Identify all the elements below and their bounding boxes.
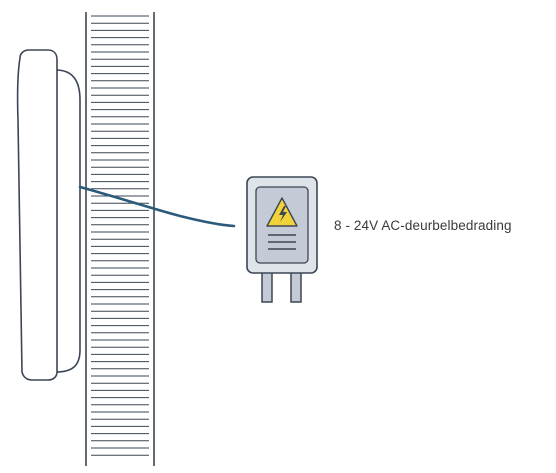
bell-wire bbox=[78, 185, 236, 228]
wall-section bbox=[85, 12, 155, 466]
doorbell-device bbox=[16, 49, 81, 381]
wall-hatching bbox=[91, 15, 149, 456]
transformer-icon bbox=[246, 176, 318, 303]
high-voltage-warning-icon bbox=[266, 197, 298, 227]
wiring-label: 8 - 24V AC-deurbelbedrading bbox=[334, 218, 512, 233]
